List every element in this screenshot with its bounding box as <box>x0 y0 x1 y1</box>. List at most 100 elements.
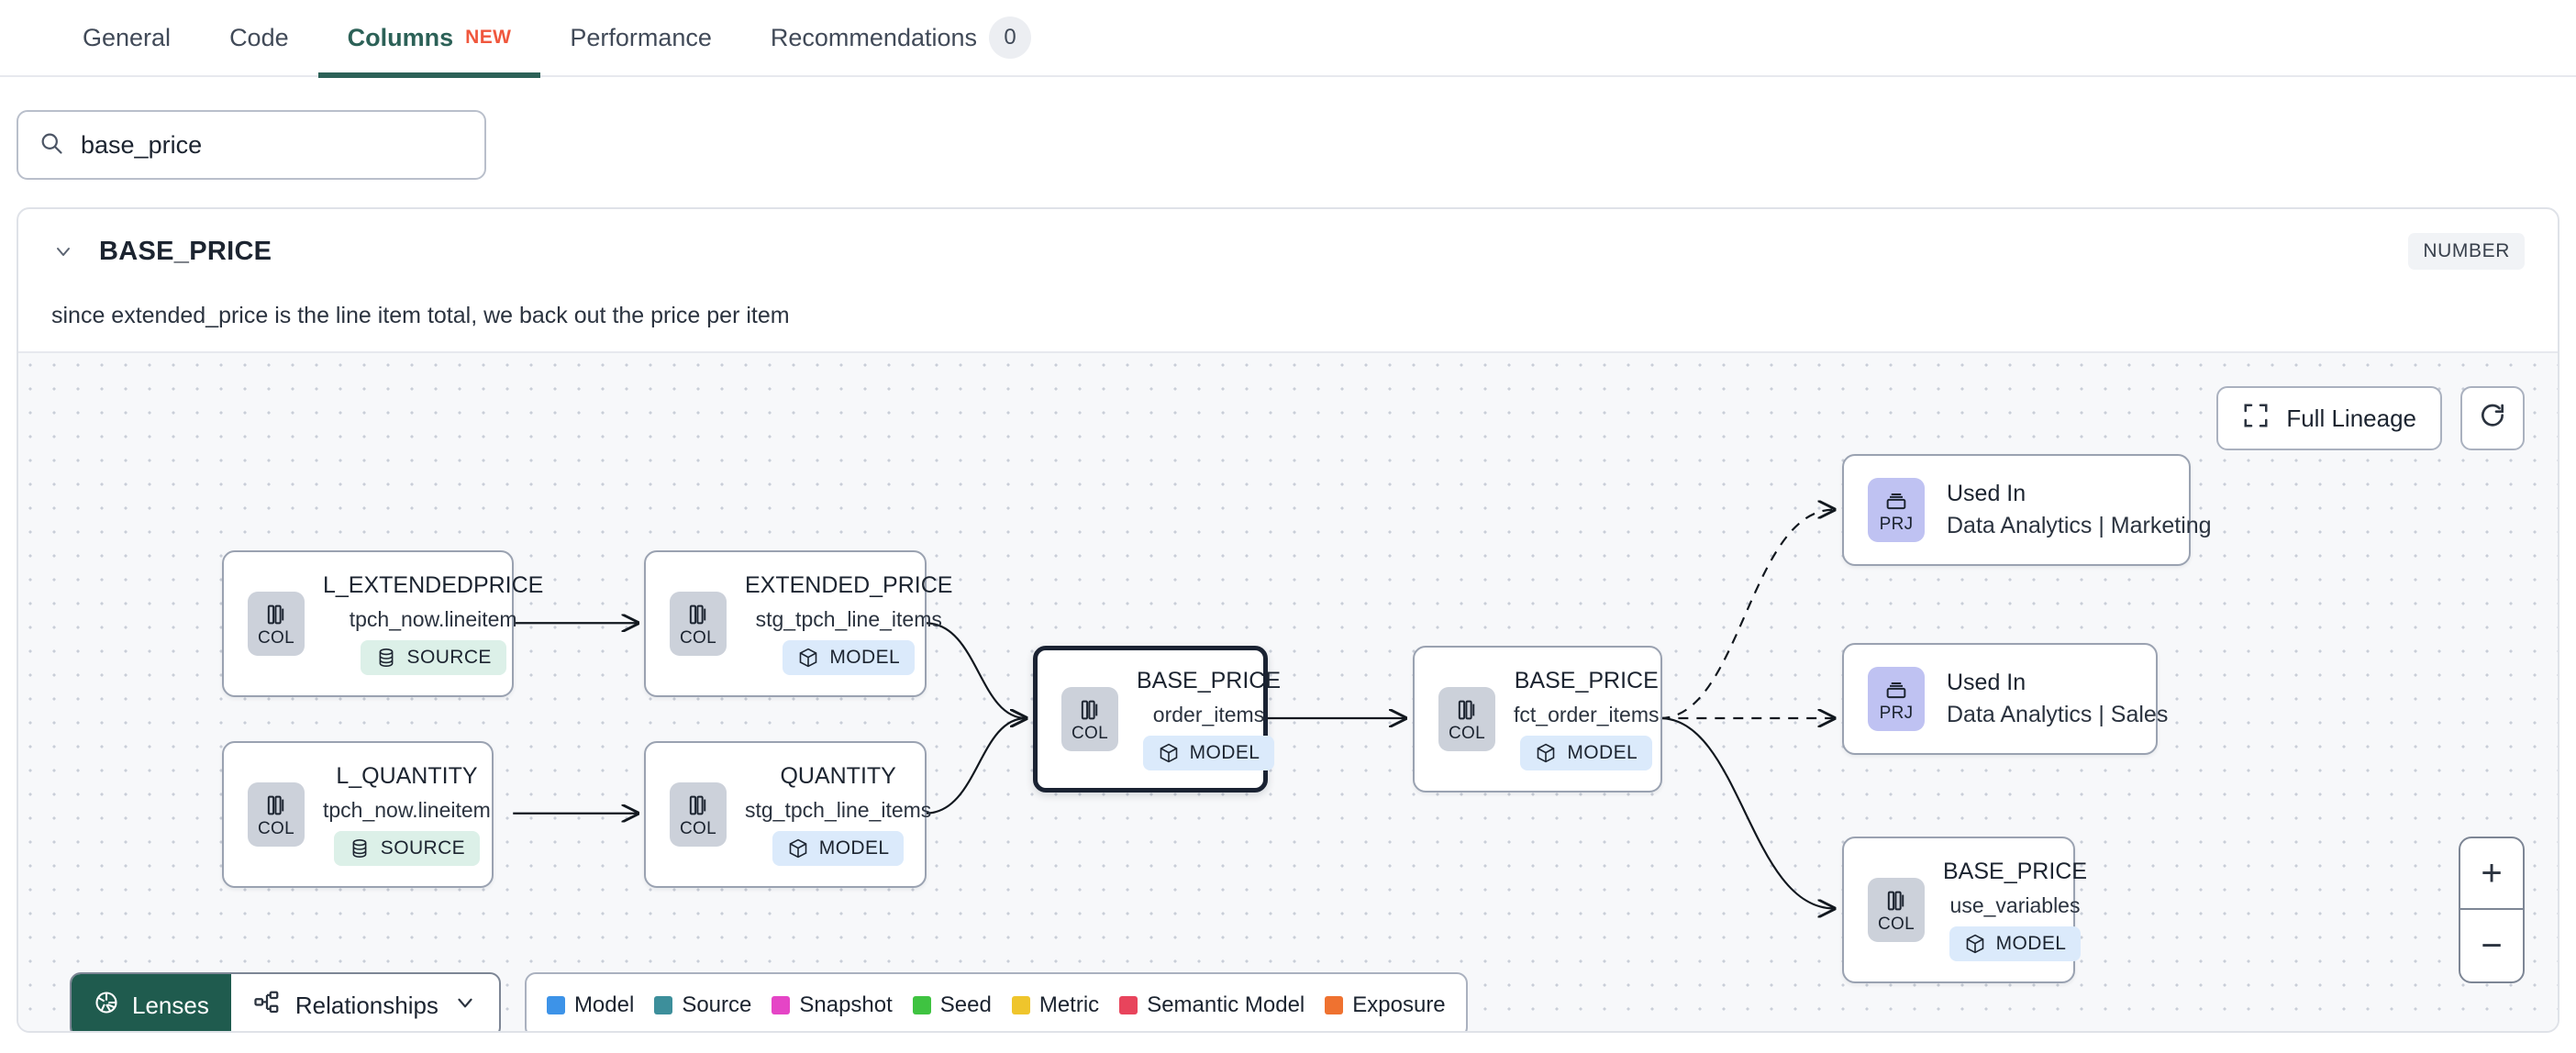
legend-item: Semantic Model <box>1119 992 1305 1018</box>
node-body: L_QUANTITY tpch_now.lineitem SOURCE <box>305 763 509 866</box>
legend-item: Model <box>546 992 634 1018</box>
node-body: BASE_PRICE fct_order_items MODEL <box>1495 668 1678 770</box>
full-lineage-button[interactable]: Full Lineage <box>2216 386 2442 450</box>
node-type-pill: MODEL <box>1949 926 2082 961</box>
node-subtitle: order_items <box>1152 703 1265 726</box>
tab-label: Performance <box>570 23 712 51</box>
refresh-icon <box>2478 402 2507 436</box>
relationships-dropdown[interactable]: Relationships <box>231 974 499 1031</box>
node-type-pill-label: SOURCE <box>406 647 492 668</box>
node-subtitle: tpch_now.lineitem <box>349 607 517 631</box>
project-icon: PRJ <box>1868 478 1925 542</box>
lineage-node-base_price_fct_order_items[interactable]: COL BASE_PRICE fct_order_items MODEL <box>1413 646 1662 793</box>
node-icon-tag: PRJ <box>1879 514 1914 534</box>
column-icon: COL <box>670 782 727 847</box>
search-icon <box>39 130 64 161</box>
node-body: QUANTITY stg_tpch_line_items MODEL <box>727 763 949 866</box>
node-subtitle: fct_order_items <box>1514 703 1660 726</box>
tab-columns[interactable]: Columns NEW <box>317 0 541 78</box>
tab-recommendations[interactable]: Recommendations 0 <box>741 0 1060 76</box>
legend-item: Snapshot <box>772 992 893 1018</box>
node-title: BASE_PRICE <box>1943 859 2088 884</box>
zoom-controls: + − <box>2459 837 2525 983</box>
zoom-in-button[interactable]: + <box>2460 838 2523 910</box>
node-title: BASE_PRICE <box>1514 668 1659 693</box>
lenses-label: Lenses <box>132 991 209 1019</box>
expand-icon <box>2242 402 2270 436</box>
column-icon: COL <box>1061 687 1118 751</box>
legend-item: Exposure <box>1325 992 1446 1018</box>
tab-general[interactable]: General <box>53 0 200 76</box>
node-title: BASE_PRICE <box>1137 668 1282 693</box>
column-type-badge: NUMBER <box>2408 233 2525 270</box>
node-icon-tag: COL <box>1878 914 1915 934</box>
node-icon-tag: PRJ <box>1879 703 1914 723</box>
node-type-pill-label: MODEL <box>818 837 890 859</box>
node-type-pill: MODEL <box>1142 736 1275 770</box>
lineage-node-base_price_order_items[interactable]: COL BASE_PRICE order_items MODEL <box>1033 646 1281 793</box>
node-body: BASE_PRICE use_variables MODEL <box>1925 859 2105 961</box>
node-icon-tag: COL <box>1449 723 1485 743</box>
node-subtitle: stg_tpch_line_items <box>745 798 932 822</box>
lineage-node-quantity[interactable]: COL QUANTITY stg_tpch_line_items MODEL <box>644 741 931 888</box>
node-type-pill: SOURCE <box>333 831 481 866</box>
node-icon-tag: COL <box>1071 723 1108 743</box>
node-title: EXTENDED_PRICE <box>745 572 953 598</box>
node-subtitle: tpch_now.lineitem <box>323 798 491 822</box>
column-icon: COL <box>1868 878 1925 942</box>
node-type-pill-label: MODEL <box>1567 742 1638 763</box>
legend-label: Exposure <box>1352 992 1446 1017</box>
refresh-button[interactable] <box>2460 386 2525 450</box>
relationships-label: Relationships <box>294 991 439 1019</box>
tab-bar: General Code Columns NEW Performance Recommen… <box>0 0 2576 78</box>
tab-count-badge: 0 <box>989 17 1032 59</box>
lineage-bottom-bar: Lenses Relationships <box>70 972 1468 1031</box>
column-icon: COL <box>1438 687 1495 751</box>
tab-label: Code <box>229 23 289 51</box>
node-icon-tag: COL <box>680 818 716 838</box>
full-lineage-label: Full Lineage <box>2286 404 2416 432</box>
node-type-pill: SOURCE <box>360 640 506 675</box>
legend-swatch <box>654 996 673 1014</box>
tab-new-badge: NEW <box>465 27 512 48</box>
column-icon: COL <box>670 592 727 656</box>
search-area <box>0 77 2576 207</box>
node-subtitle: Data Analytics | Sales <box>1947 702 2169 727</box>
lineage-node-base_price_use_variables[interactable]: COL BASE_PRICE use_variables MODEL <box>1842 837 2087 983</box>
node-type-pill-label: MODEL <box>1995 933 2067 954</box>
tab-performance[interactable]: Performance <box>540 0 741 76</box>
node-type-pill-label: MODEL <box>829 647 901 668</box>
node-title: L_QUANTITY <box>336 763 478 789</box>
column-description: since extended_price is the line item to… <box>51 303 790 328</box>
legend-item: Metric <box>1011 992 1099 1018</box>
lineage-top-controls: Full Lineage <box>2216 386 2525 450</box>
search-box[interactable] <box>17 110 486 180</box>
lineage-edges <box>513 353 2558 1033</box>
node-subtitle: Data Analytics | Marketing <box>1947 513 2212 538</box>
tab-label: Columns <box>347 23 454 51</box>
lenses-button[interactable]: Lenses <box>72 974 231 1031</box>
node-subtitle: use_variables <box>1949 893 2081 917</box>
node-type-pill: MODEL <box>772 831 905 866</box>
lineage-node-l_quantity[interactable]: COL L_QUANTITY tpch_now.lineitem SOURCE <box>222 741 494 888</box>
legend-swatch <box>772 996 791 1014</box>
node-title: QUANTITY <box>780 763 896 789</box>
column-icon: COL <box>248 592 305 656</box>
search-input[interactable] <box>81 130 464 160</box>
column-icon: COL <box>248 782 305 847</box>
zoom-out-button[interactable]: − <box>2481 925 2503 966</box>
column-header: BASE_PRICE NUMBER <box>18 209 2558 277</box>
relationships-icon <box>253 989 281 1023</box>
chevron-down-icon[interactable] <box>51 239 75 263</box>
tab-code[interactable]: Code <box>200 0 318 76</box>
tab-label: Recommendations <box>770 23 978 51</box>
